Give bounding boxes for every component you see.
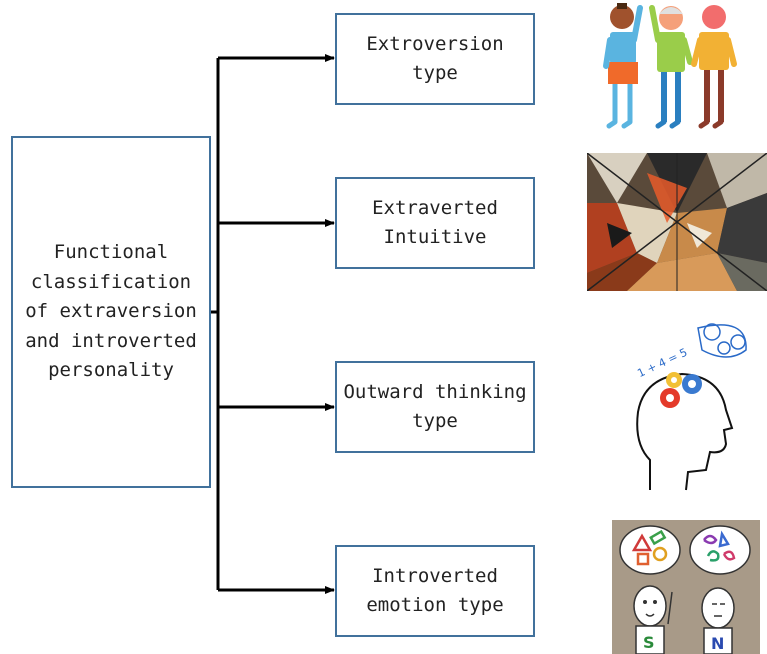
letter-s-text: S — [643, 633, 655, 652]
people-high-five-icon — [603, 3, 737, 129]
type-label: Introverted emotion type — [366, 564, 504, 616]
thinking-head-icon: 1 + 4 = 5 — [635, 323, 747, 491]
type-label: Extroversion type — [366, 32, 504, 84]
type-label: Extraverted Intuitive — [372, 196, 498, 248]
letter-n-text: N — [711, 634, 724, 653]
type-box-introverted-emotion: Introverted emotion type — [335, 545, 535, 637]
type-box-extraverted-intuitive: Extraverted Intuitive — [335, 177, 535, 269]
cubist-painting-icon — [587, 153, 767, 291]
main-category-label: Functional classification of extraversio… — [25, 241, 197, 382]
main-category-box: Functional classification of extraversio… — [11, 136, 211, 488]
type-box-outward-thinking: Outward thinking type — [335, 361, 535, 453]
type-label: Outward thinking type — [343, 380, 527, 432]
sensing-intuition-figures-icon: S N — [612, 520, 760, 654]
type-box-extroversion: Extroversion type — [335, 13, 535, 105]
